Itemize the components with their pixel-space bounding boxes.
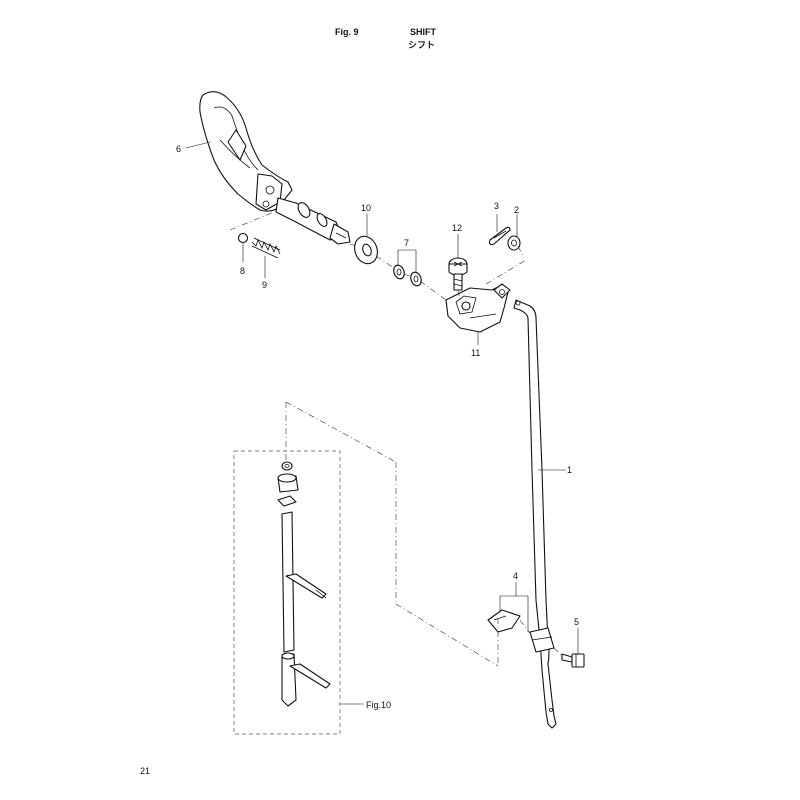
figure-label: Fig. 9 <box>335 27 359 37</box>
part-1-shift-rod <box>513 299 557 729</box>
callout-6: 6 <box>176 144 181 154</box>
alignment-lines <box>229 211 563 667</box>
part-6-shift-lever <box>199 91 351 245</box>
part-4-clamp <box>487 609 555 653</box>
reference-fig10-label: Fig.10 <box>366 700 391 710</box>
fig10-reference-assembly <box>277 461 331 707</box>
callout-3: 3 <box>494 201 499 211</box>
callout-9: 9 <box>262 280 267 290</box>
part-9-spring <box>251 237 281 259</box>
callout-5: 5 <box>574 617 579 627</box>
figure-title-japanese: シフト <box>408 40 436 50</box>
figure-title: SHIFT <box>410 27 436 37</box>
part-7-o-rings <box>393 264 422 287</box>
callout-4: 4 <box>513 571 518 581</box>
callout-10: 10 <box>361 203 371 213</box>
callout-11: 11 <box>471 348 480 358</box>
part-3-pin <box>488 226 511 246</box>
part-2-washer <box>507 235 521 251</box>
callout-2: 2 <box>514 205 519 215</box>
callout-8: 8 <box>240 266 245 276</box>
fig10-reference-box <box>233 450 341 735</box>
callout-12: 12 <box>452 223 462 233</box>
callout-1: 1 <box>567 465 572 475</box>
leader-lines <box>185 141 579 705</box>
page-number: 21 <box>140 766 151 776</box>
part-11-bracket <box>445 283 511 333</box>
part-10-washer <box>354 235 378 265</box>
callout-7: 7 <box>404 238 409 248</box>
part-5-bolt <box>561 653 585 668</box>
part-8-ball <box>237 232 249 244</box>
part-12-bolt <box>448 257 468 291</box>
